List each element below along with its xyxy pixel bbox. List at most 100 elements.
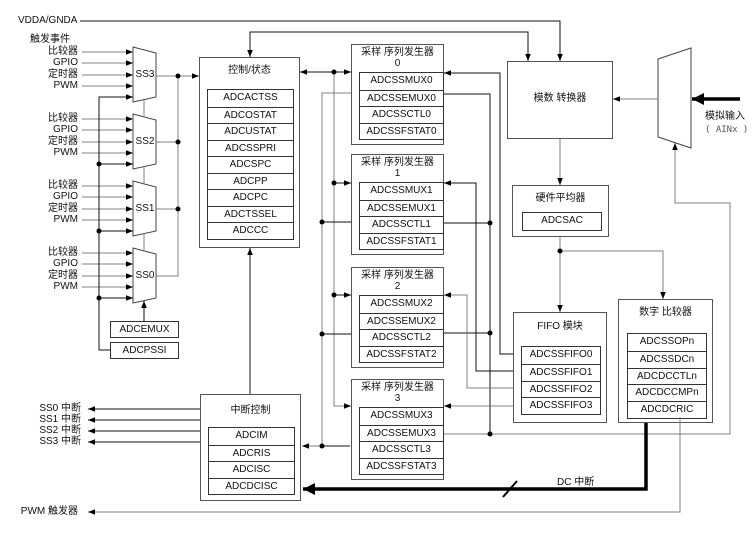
ss2-trigger-label: PWM: [53, 147, 78, 158]
power-line: [80, 20, 563, 61]
sequencer-interrupt-bus: [302, 92, 351, 449]
junction-dot: [487, 431, 493, 437]
hardware-averager-block-registers: ADCSAC: [522, 212, 602, 231]
adc-converter-block-title: 模数 转换器: [533, 93, 587, 104]
fifo2-link: [444, 292, 513, 389]
register-adcssfifo2: ADCSSFIFO2: [522, 380, 600, 398]
register-adcssemux3: ADCSSEMUX3: [360, 424, 443, 442]
register-adcssmux1: ADCSSMUX1: [370, 185, 433, 196]
fifo1-link: [444, 180, 513, 372]
averager-to-comparator: [560, 250, 666, 299]
junction-dot: [319, 331, 325, 337]
fifo-block-title: FIFO 模块: [537, 321, 583, 332]
register-adcsspri: ADCSSPRI: [208, 139, 293, 157]
trigger-mux-ss3-label: SS3: [135, 69, 155, 80]
sample-sequencer-1-index: 1: [394, 168, 401, 179]
register-adcssfifo3: ADCSSFIFO3: [522, 397, 600, 414]
dc-interrupt-label: DC 中断: [557, 477, 595, 488]
register-adcssopn: ADCSSOPn: [639, 336, 695, 347]
sample-sequencer-3-index: 3: [394, 393, 401, 404]
sample-sequencer-0-index: 0: [394, 58, 401, 69]
register-adcssctl2: ADCSSCTL2: [360, 329, 443, 346]
register-adcdccmpn: ADCDCCMPn: [628, 384, 706, 401]
adcpssi-register-box: ADCPSSI: [110, 342, 179, 359]
register-adcssfifo1: ADCSSFIFO1: [522, 363, 600, 381]
ss3-trigger-label: 比较器: [48, 46, 78, 57]
register-adcisc: ADCISC: [209, 461, 294, 478]
ss1-trigger-label: GPIO: [52, 191, 78, 202]
sample-sequencer-1-title: 采样 序列发生器: [361, 157, 434, 168]
trigger-mux-ss2-label: SS2: [135, 136, 155, 147]
register-adcpc: ADCPC: [208, 189, 293, 206]
register-adcssfstat3: ADCSSFSTAT3: [360, 457, 443, 475]
register-adcssfifo0: ADCSSFIFO0: [529, 349, 593, 360]
ss0-trigger-label: 比较器: [48, 247, 78, 258]
register-adcssfstat0: ADCSSFSTAT0: [360, 122, 443, 140]
register-adcdcisc: ADCDCISC: [209, 477, 294, 495]
interrupt-control-block-title: 中断控制: [230, 405, 271, 416]
register-adcssdcn: ADCSSDCn: [628, 350, 706, 368]
register-adccc: ADCCC: [208, 222, 293, 239]
ss0-trigger-label: GPIO: [52, 258, 78, 269]
bus-width-slash: [502, 480, 518, 498]
sequencer-emux-bus: [444, 93, 491, 434]
junction-dot: [96, 228, 102, 234]
register-adcspc: ADCSPC: [208, 156, 293, 173]
junction-dot: [557, 248, 563, 254]
ss0-trigger-label: PWM: [53, 281, 78, 292]
junction-layer: [96, 69, 563, 449]
junction-dot: [487, 220, 493, 226]
register-adcdcric: ADCDCRIC: [628, 401, 706, 418]
analog-input-label: 模拟输入: [705, 111, 745, 122]
register-adcdcctln: ADCDCCTLn: [628, 367, 706, 385]
register-adcris: ADCRIS: [209, 444, 294, 462]
adcpssi-line: [98, 94, 133, 351]
junction-dot: [175, 73, 181, 79]
junction-dot: [96, 295, 102, 301]
hardware-averager-block-title: 硬件平均器: [535, 193, 586, 204]
sample-sequencer-3-title: 采样 序列发生器: [361, 382, 434, 393]
control-status-block-title: 控制/状态: [228, 65, 271, 76]
fifo0-link: [444, 70, 513, 355]
register-adcostat: ADCOSTAT: [208, 106, 293, 124]
junction-dot: [487, 330, 493, 336]
analog-input-pin-label: ( AINx ): [705, 125, 749, 135]
register-adcpp: ADCPP: [208, 172, 293, 190]
ss3-interrupt-label: SS3 中断: [39, 436, 81, 447]
ss0-interrupt-label: SS0 中断: [39, 403, 81, 414]
junction-dot: [96, 161, 102, 167]
junction-dot: [319, 219, 325, 225]
register-adcssemux0: ADCSSEMUX0: [360, 89, 443, 107]
ss1-trigger-label: PWM: [53, 214, 78, 225]
ss1-interrupt-label: SS1 中断: [39, 414, 81, 425]
register-adcssemux2: ADCSSEMUX2: [360, 312, 443, 330]
register-adcactss: ADCACTSS: [223, 92, 278, 103]
ss2-trigger-label: 定时器: [48, 136, 78, 147]
ss3-trigger-label: PWM: [53, 80, 78, 91]
ss2-trigger-label: 比较器: [48, 113, 78, 124]
trigger-mux-ss1-label: SS1: [135, 203, 155, 214]
trigger-mux-ss0-label: SS0: [135, 270, 155, 281]
register-adctssel: ADCTSSEL: [208, 205, 293, 223]
junction-dot: [331, 180, 337, 186]
sample-sequencer-2-index: 2: [394, 281, 401, 292]
register-adcssfstat1: ADCSSFSTAT1: [360, 232, 443, 250]
ss2-interrupt-label: SS2 中断: [39, 425, 81, 436]
register-adcpssi: ADCPSSI: [122, 345, 167, 356]
register-adcssmux2: ADCSSMUX2: [370, 298, 433, 309]
register-adcssctl1: ADCSSCTL1: [360, 216, 443, 233]
power-label: VDDA/GNDA: [18, 15, 78, 26]
junction-dot: [331, 69, 337, 75]
register-adcssctl0: ADCSSCTL0: [360, 106, 443, 123]
register-adcssctl3: ADCSSCTL3: [360, 441, 443, 458]
junction-dot: [175, 139, 181, 145]
ss3-trigger-label: 定时器: [48, 69, 78, 80]
